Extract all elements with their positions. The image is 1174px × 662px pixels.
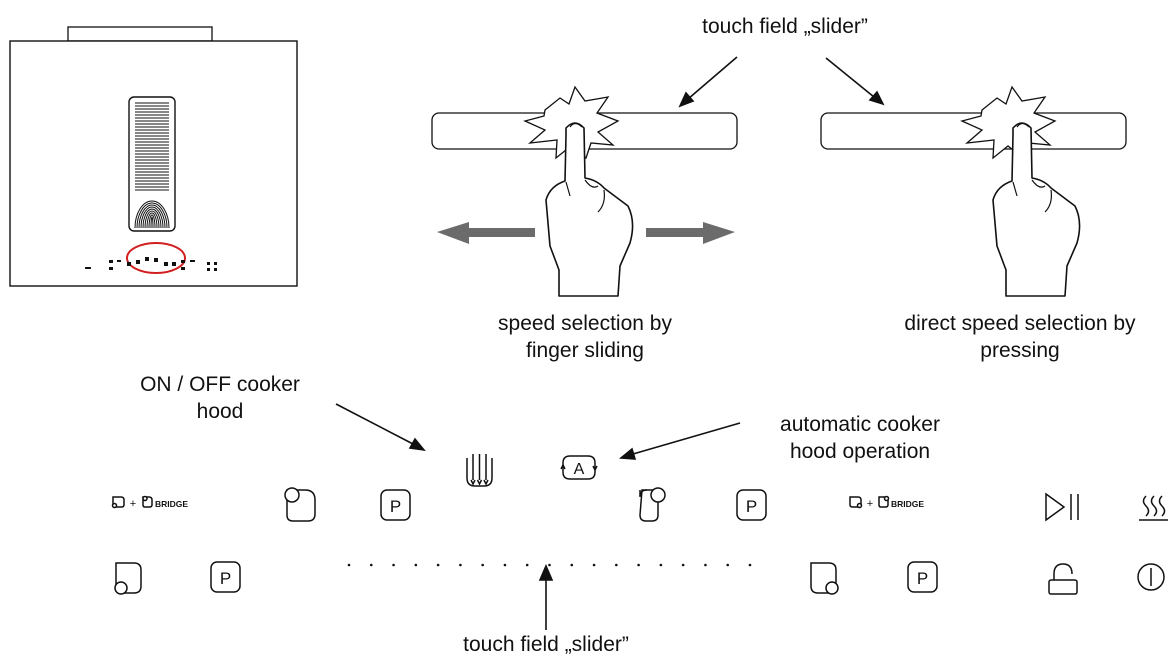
- label-auto-2: hood operation: [789, 440, 931, 463]
- pointer-auto: [632, 422, 741, 455]
- label-slider-bottom: touch field „slider”: [463, 633, 629, 656]
- label-direct-2: pressing: [980, 339, 1060, 362]
- slider-dot[interactable]: [748, 563, 752, 567]
- bridge-right-label[interactable]: BRIDGE: [891, 499, 924, 509]
- label-auto-1: automatic cooker: [780, 413, 940, 436]
- zone-rear-left-dot: [284, 487, 300, 503]
- slider-dot[interactable]: [704, 563, 707, 567]
- slider-dot[interactable]: [347, 563, 351, 567]
- play-pause-icon: [1045, 492, 1079, 522]
- bridge-right-icon: [849, 495, 890, 509]
- label-direct-1: direct speed selection by: [904, 312, 1136, 335]
- slider-pressing-illustration: [820, 85, 1127, 297]
- slider-dot[interactable]: [681, 563, 685, 567]
- keep-warm-icon: [1139, 495, 1168, 521]
- program-key-2: [210, 561, 241, 593]
- label-onoff-2: hood: [196, 400, 244, 423]
- thumbnail-mini-controls: [85, 257, 217, 271]
- zone-rear-right-dot: [650, 487, 666, 503]
- slider-dot[interactable]: [592, 563, 596, 567]
- pointer-onoff: [335, 403, 414, 445]
- slider-sliding-illustration: [431, 85, 738, 297]
- slider-dot[interactable]: [481, 563, 484, 567]
- slider-dot[interactable]: [459, 563, 462, 567]
- pointer-arrows: [335, 56, 885, 630]
- label-speed-sliding-1: speed selection by: [498, 312, 672, 335]
- pointer-auto-head: [618, 447, 637, 460]
- program-key-4-label[interactable]: P: [917, 569, 928, 588]
- cooktop-thumbnail: [9, 26, 298, 287]
- bridge-left-label[interactable]: BRIDGE: [155, 499, 188, 509]
- auto-key-label: A: [574, 461, 585, 478]
- bridge-left-plus: +: [130, 498, 136, 510]
- slider-dot[interactable]: [637, 563, 640, 567]
- zone-rear-left-icon: [286, 489, 316, 522]
- pointer-onoff-head: [408, 437, 426, 452]
- pointer-slider-top-right-head: [868, 90, 885, 106]
- bridge-left-icon: [111, 495, 153, 509]
- zone-front-left-dot: [114, 581, 128, 595]
- pointer-slider-bottom-head: [538, 563, 554, 581]
- slider-dot[interactable]: [525, 563, 529, 567]
- slider-dot[interactable]: [615, 563, 618, 567]
- program-key-2-label[interactable]: P: [220, 569, 231, 588]
- touch-slider-dots: [347, 563, 752, 567]
- slider-dot[interactable]: [392, 563, 395, 567]
- program-key-3: [736, 489, 767, 521]
- slider-dot[interactable]: [548, 563, 551, 567]
- slider-dot[interactable]: [369, 563, 373, 567]
- label-speed-sliding-2: finger sliding: [526, 339, 644, 362]
- bridge-right-plus: +: [867, 498, 873, 510]
- thumbnail-control-highlight: [126, 242, 186, 274]
- pointer-slider-top-left-head: [678, 91, 695, 108]
- child-lock-icon: [1048, 563, 1078, 595]
- grille-slats: [134, 102, 170, 229]
- slider-dot[interactable]: [503, 563, 507, 567]
- slider-dot[interactable]: [436, 563, 440, 567]
- slider-dot[interactable]: [659, 563, 663, 567]
- label-onoff-1: ON / OFF cooker: [140, 373, 300, 396]
- touch-burst-left: [523, 85, 620, 160]
- hood-onoff-icon: [466, 454, 493, 487]
- power-icon: [1137, 563, 1165, 591]
- slider-dot[interactable]: [414, 563, 418, 567]
- control-panel: [111, 454, 1168, 595]
- program-key-1: [380, 489, 411, 521]
- program-key-3-label[interactable]: P: [746, 497, 757, 516]
- slider-dot[interactable]: [570, 563, 574, 567]
- label-slider-top: touch field „slider”: [702, 15, 868, 38]
- zone-front-right-dot: [825, 581, 839, 595]
- thumbnail-hood-top: [67, 26, 213, 42]
- program-key-4: [907, 561, 938, 593]
- pointer-slider-top-left: [687, 56, 738, 100]
- pointer-slider-top-right: [825, 57, 875, 98]
- slider-dot[interactable]: [726, 563, 730, 567]
- auto-mode-icon: [560, 455, 598, 480]
- arrow-slide-right: [646, 222, 735, 244]
- program-key-1-label[interactable]: P: [390, 497, 401, 516]
- arrow-slide-left: [437, 222, 535, 244]
